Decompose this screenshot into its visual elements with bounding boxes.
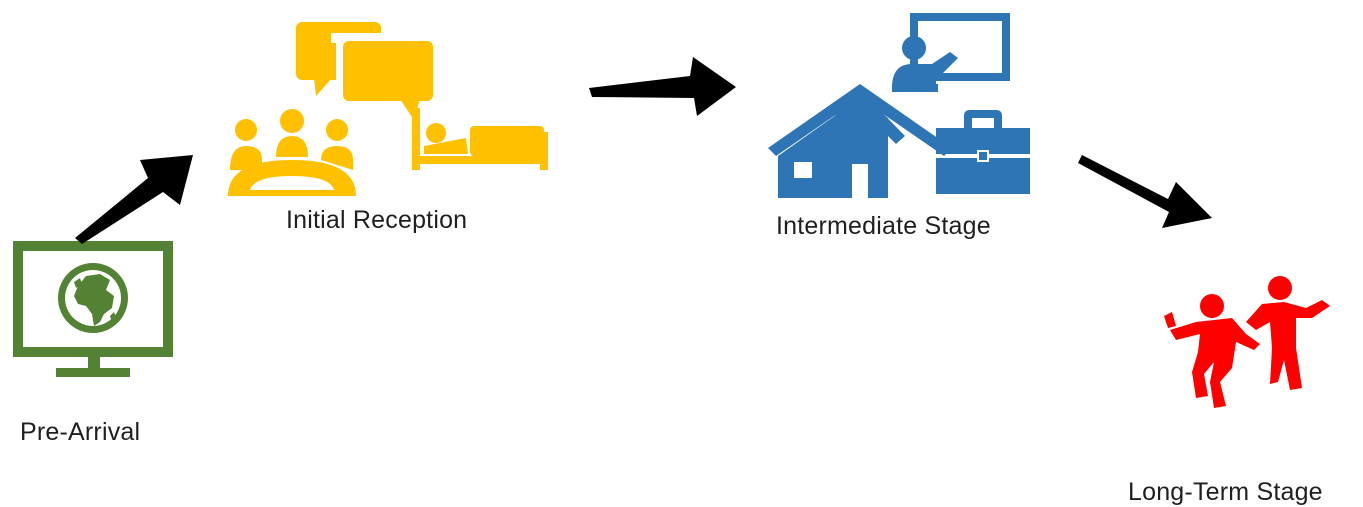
- meeting-people-icon: [228, 109, 356, 196]
- stage-label-intermediate-stage: Intermediate Stage: [776, 212, 991, 240]
- arrow-initial-to-intermediate: [589, 57, 736, 116]
- dancing-people-icon: [1164, 276, 1330, 408]
- stage-label-long-term-stage: Long-Term Stage: [1128, 478, 1323, 506]
- bed-icon: [412, 108, 548, 170]
- house-icon: [768, 84, 952, 198]
- presentation-board-icon: [888, 13, 1010, 96]
- computer-monitor-icon: [13, 241, 173, 377]
- stage-label-pre-arrival: Pre-Arrival: [20, 418, 141, 446]
- arrow-intermediate-to-long: [1078, 155, 1212, 228]
- arrow-pre-to-initial: [75, 155, 193, 244]
- stage-label-initial-reception: Initial Reception: [286, 206, 468, 234]
- briefcase-icon: [936, 110, 1030, 194]
- speech-bubbles-icon: [296, 22, 440, 120]
- globe-icon: [58, 263, 128, 333]
